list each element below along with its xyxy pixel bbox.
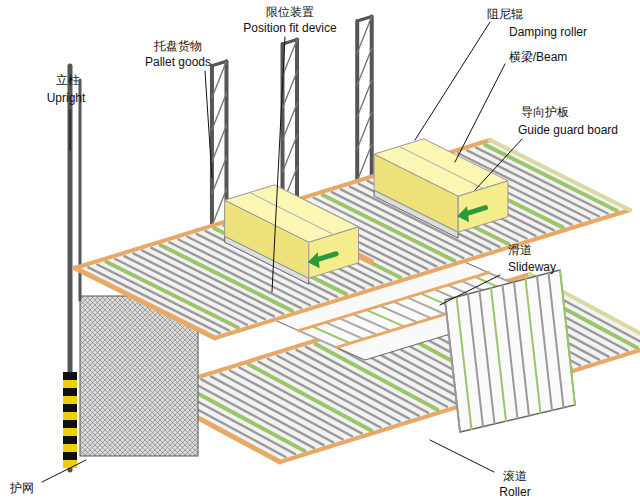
- brace: [357, 48, 372, 84]
- part-label: 阻尼辊: [487, 7, 523, 21]
- part-label: 立柱: [56, 73, 80, 87]
- box-seam: [250, 193, 334, 235]
- gate-bar: [549, 273, 564, 408]
- rack-drawing: [42, 16, 640, 482]
- gate-bar: [514, 282, 529, 416]
- brace: [357, 16, 372, 52]
- upright-guard-stripe: [63, 420, 77, 428]
- slideway-roller: [299, 331, 337, 348]
- gate-bar: [526, 279, 541, 413]
- gate-bar: [457, 297, 472, 429]
- upright-guard-stripe: [63, 396, 77, 404]
- slideway-roller: [326, 322, 364, 339]
- brace: [283, 72, 298, 108]
- gate-bar: [503, 285, 518, 419]
- brace: [212, 125, 227, 161]
- slideway-roller: [380, 306, 418, 323]
- slideway-roller: [353, 314, 391, 331]
- leader-line: [440, 275, 500, 305]
- pallet-box: [225, 185, 359, 242]
- upright-guard-stripe: [63, 452, 77, 460]
- slideway-roller: [366, 310, 404, 327]
- flow-arrow-head: [308, 252, 320, 268]
- upright-guard-stripe: [63, 428, 77, 436]
- upright-guard-stripe: [63, 460, 77, 468]
- part-label: Pallet goods: [145, 55, 211, 69]
- brace: [357, 112, 372, 148]
- box-seam: [458, 196, 459, 232]
- upright-guard-stripe: [63, 388, 77, 396]
- part-label: 滚道: [503, 469, 527, 483]
- leader-line: [430, 440, 494, 472]
- upright-guard-stripe: [63, 412, 77, 420]
- gate-bar: [480, 291, 495, 424]
- part-label: 限位装置: [266, 5, 314, 19]
- upright-guard-stripe: [63, 380, 77, 388]
- slideway-roller: [407, 297, 445, 314]
- part-label: Upright: [47, 91, 86, 105]
- box-seam: [308, 242, 309, 278]
- upright-guard-stripe: [63, 372, 77, 380]
- slideway-roller: [339, 318, 377, 335]
- part-label: 护网: [10, 481, 34, 495]
- slideway-roller: [312, 326, 350, 343]
- part-label: 横梁/Beam: [509, 50, 568, 64]
- leader-line: [42, 460, 86, 482]
- part-label: 滑道: [508, 243, 532, 257]
- upright-guard-stripe: [63, 444, 77, 452]
- part-label: Slideway: [508, 260, 556, 274]
- leader-line: [475, 139, 522, 190]
- part-label: Roller: [499, 485, 530, 499]
- part-label: Damping roller: [509, 25, 587, 39]
- gate-bar: [560, 270, 575, 405]
- flow-arrow-head: [457, 206, 469, 222]
- slideway-roller: [394, 302, 432, 319]
- gate-bar: [537, 276, 552, 410]
- part-label: Guide guard board: [518, 123, 618, 137]
- brace: [283, 136, 298, 172]
- leader-line: [272, 37, 285, 292]
- leader-line: [455, 64, 505, 162]
- leader-line: [415, 22, 490, 140]
- gate-bar: [491, 288, 506, 421]
- box-seam: [399, 146, 483, 188]
- brace: [212, 93, 227, 129]
- leader-line: [70, 110, 71, 150]
- leader-line: [205, 71, 212, 178]
- guide-gate: [445, 270, 575, 432]
- brace: [212, 157, 227, 193]
- brace: [357, 80, 372, 116]
- beam: [75, 268, 215, 338]
- gate-bar: [445, 300, 460, 432]
- upright-guard-stripe: [63, 404, 77, 412]
- pallet-box: [374, 139, 508, 196]
- part-label: 导向护板: [521, 105, 569, 119]
- gate-bar: [468, 294, 483, 427]
- part-label: 托盘货物: [154, 39, 202, 53]
- brace: [283, 104, 298, 140]
- brace: [212, 61, 227, 97]
- upright-guard-stripe: [63, 436, 77, 444]
- part-label: Position fit device: [243, 21, 336, 35]
